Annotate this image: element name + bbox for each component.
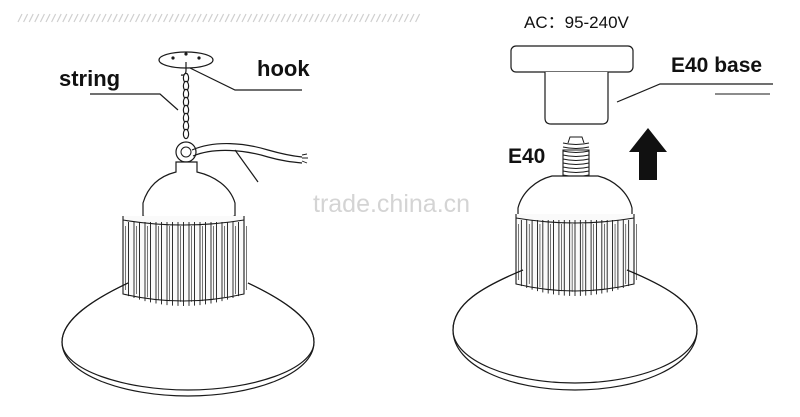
label-string: string (59, 66, 120, 91)
label-hook: hook (257, 56, 310, 81)
e40-screw-base (562, 136, 590, 177)
hatch-decoration (17, 13, 421, 23)
cord-leader (234, 149, 259, 183)
heatsink-right (515, 214, 637, 296)
heatsink (122, 216, 247, 306)
power-cord (191, 142, 303, 158)
chain (182, 72, 190, 140)
hook-leader (189, 67, 302, 91)
e40-socket (544, 72, 609, 125)
watermark-text: trade.china.cn (313, 190, 470, 218)
label-e40: E40 (508, 145, 545, 168)
socket-plate (510, 45, 634, 73)
label-voltage: AC：95-240V (524, 13, 630, 32)
base-leader (616, 83, 773, 103)
label-e40-base: E40 base (671, 54, 762, 77)
left-lamp (61, 51, 315, 397)
lamp-housing (142, 161, 236, 223)
up-arrow-icon (629, 128, 667, 180)
right-lamp (452, 45, 773, 391)
string-leader (90, 93, 179, 111)
